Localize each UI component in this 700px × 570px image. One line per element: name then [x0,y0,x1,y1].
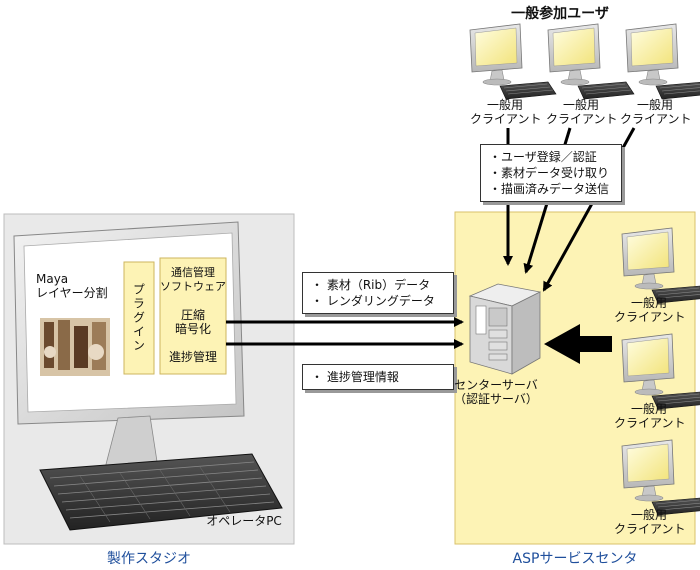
input-arrow-icon [544,324,612,364]
user-operations-box: ・ユーザ登録／認証 ・素材データ受け取り ・描画済みデータ送信 [480,144,622,202]
comm-software-label: 通信管理 ソフトウェア [160,266,226,294]
asp-center-caption: ASPサービスセンタ [512,551,638,567]
server-label: センターサーバ （認証サーバ） [446,378,546,406]
client-label-line1: 一般用 [562,98,599,112]
maya-label-line1: Maya [36,272,69,286]
operator-pc-label: オペレータPC [206,514,282,528]
client-label-line1: 一般用 [636,98,673,112]
plugin-label: プラグイン [131,283,146,353]
client-label-line1: 一般用 [630,402,667,416]
client-label: 一般用 クライアント [546,98,618,126]
client-label: 一般用 クライアント [614,296,686,324]
client-label-line2: クライアント [470,112,542,126]
compress-label-line1: 圧縮 [180,308,205,322]
client-label: 一般用 クライアント [470,98,542,126]
client-label-line1: 一般用 [486,98,523,112]
user-op-item: ・描画済みデータ送信 [489,182,610,196]
client-label-line2: クライアント [614,416,686,430]
comm-label-line1: 通信管理 [171,266,215,279]
comm-panel [159,257,227,375]
client-label-line1: 一般用 [630,508,667,522]
client-pc-icon [625,23,700,100]
plugin-panel [123,261,155,375]
client-pc-icon [547,23,635,100]
compress-label-line2: 暗号化 [174,322,211,336]
server-label-line2: （認証サーバ） [454,392,538,406]
user-op-item: ・素材データ受け取り [489,166,610,180]
progress-mgmt-label: 進捗管理 [168,350,217,364]
data-item: ・ レンダリングデータ [311,294,435,308]
client-label-line2: クライアント [614,310,686,324]
client-label-line2: クライアント [614,522,686,536]
progress-item: ・ 進捗管理情報 [311,370,399,384]
maya-thumbnail-image [40,318,110,376]
data-transfer-box: ・ 素材（Rib）データ ・ レンダリングデータ [302,272,454,314]
server-label-line1: センターサーバ [454,378,538,392]
maya-label-line2: レイヤー分割 [36,286,108,300]
compress-encrypt-label: 圧縮 暗号化 [160,308,226,336]
plugin-label-wrap: プラグイン [124,262,154,374]
client-label: 一般用 クライアント [620,98,692,126]
client-label: 一般用 クライアント [614,508,686,536]
operator-keyboard-icon [39,453,283,531]
server-icon [468,283,542,375]
maya-label: Maya レイヤー分割 [36,272,116,300]
top-users-title: 一般参加ユーザ [511,6,609,22]
user-op-item: ・ユーザ登録／認証 [489,150,597,164]
client-label: 一般用 クライアント [614,402,686,430]
client-label-line1: 一般用 [630,296,667,310]
client-pc-icon [469,23,557,100]
data-item: ・ 素材（Rib）データ [311,278,431,292]
comm-label-line2: ソフトウェア [160,280,226,293]
studio-caption: 製作スタジオ [107,551,191,567]
progress-info-box: ・ 進捗管理情報 [302,364,454,390]
client-label-line2: クライアント [620,112,692,126]
client-label-line2: クライアント [546,112,618,126]
